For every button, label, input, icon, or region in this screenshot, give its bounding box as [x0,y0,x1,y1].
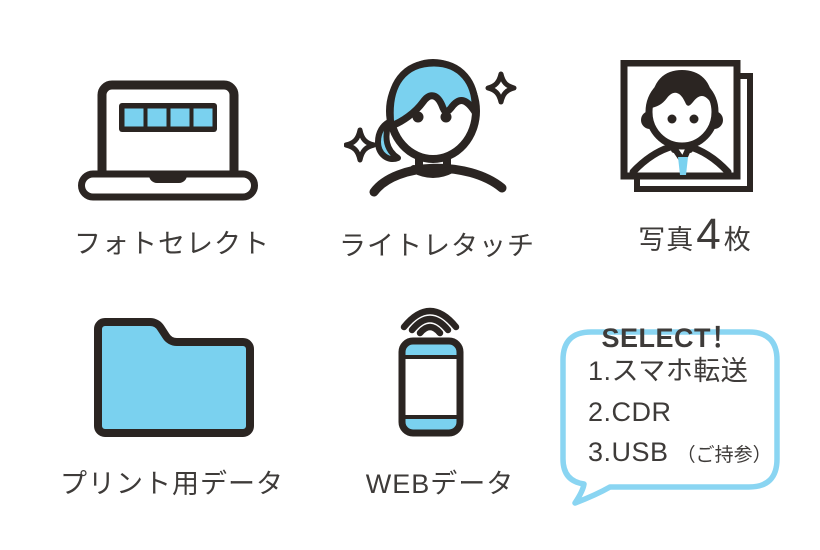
select-title: SELECT！ [601,323,739,353]
select-option-3-text: 3.USB [588,437,669,467]
sparkle-right-icon [485,71,517,105]
folder-icon [94,318,254,437]
smartphone-wifi-icon [398,307,464,437]
photo-select-label: フォトセレクト [74,229,270,259]
print-data-label: プリント用データ [60,469,284,499]
wifi-waves-icon [400,307,460,331]
photo-stack-icon [620,60,753,192]
photo-count-label: 写真 4 枚 [600,213,790,257]
person-sparkles-icon [344,59,517,197]
speech-bubble [560,329,780,506]
select-options: 1.スマホ転送 2.CDR 3.USB （ご持参） [588,351,772,477]
light-retouch-label: ライトレタッチ [339,231,535,261]
select-option-3: 3.USB （ご持参） [588,432,772,477]
photo-count-prefix: 写真 [638,225,695,255]
select-option-2: 2.CDR [588,396,672,427]
select-option-3-note: （ご持参） [676,445,772,466]
photo-count-suffix: 枚 [723,225,752,255]
sparkle-left-icon [344,127,377,163]
photo-count-number: 4 [696,210,722,259]
laptop-photo-thumbnails-icon [78,80,258,201]
web-data-label: WEBデータ [365,469,515,499]
select-option-1: 1.スマホ転送 [588,356,749,386]
